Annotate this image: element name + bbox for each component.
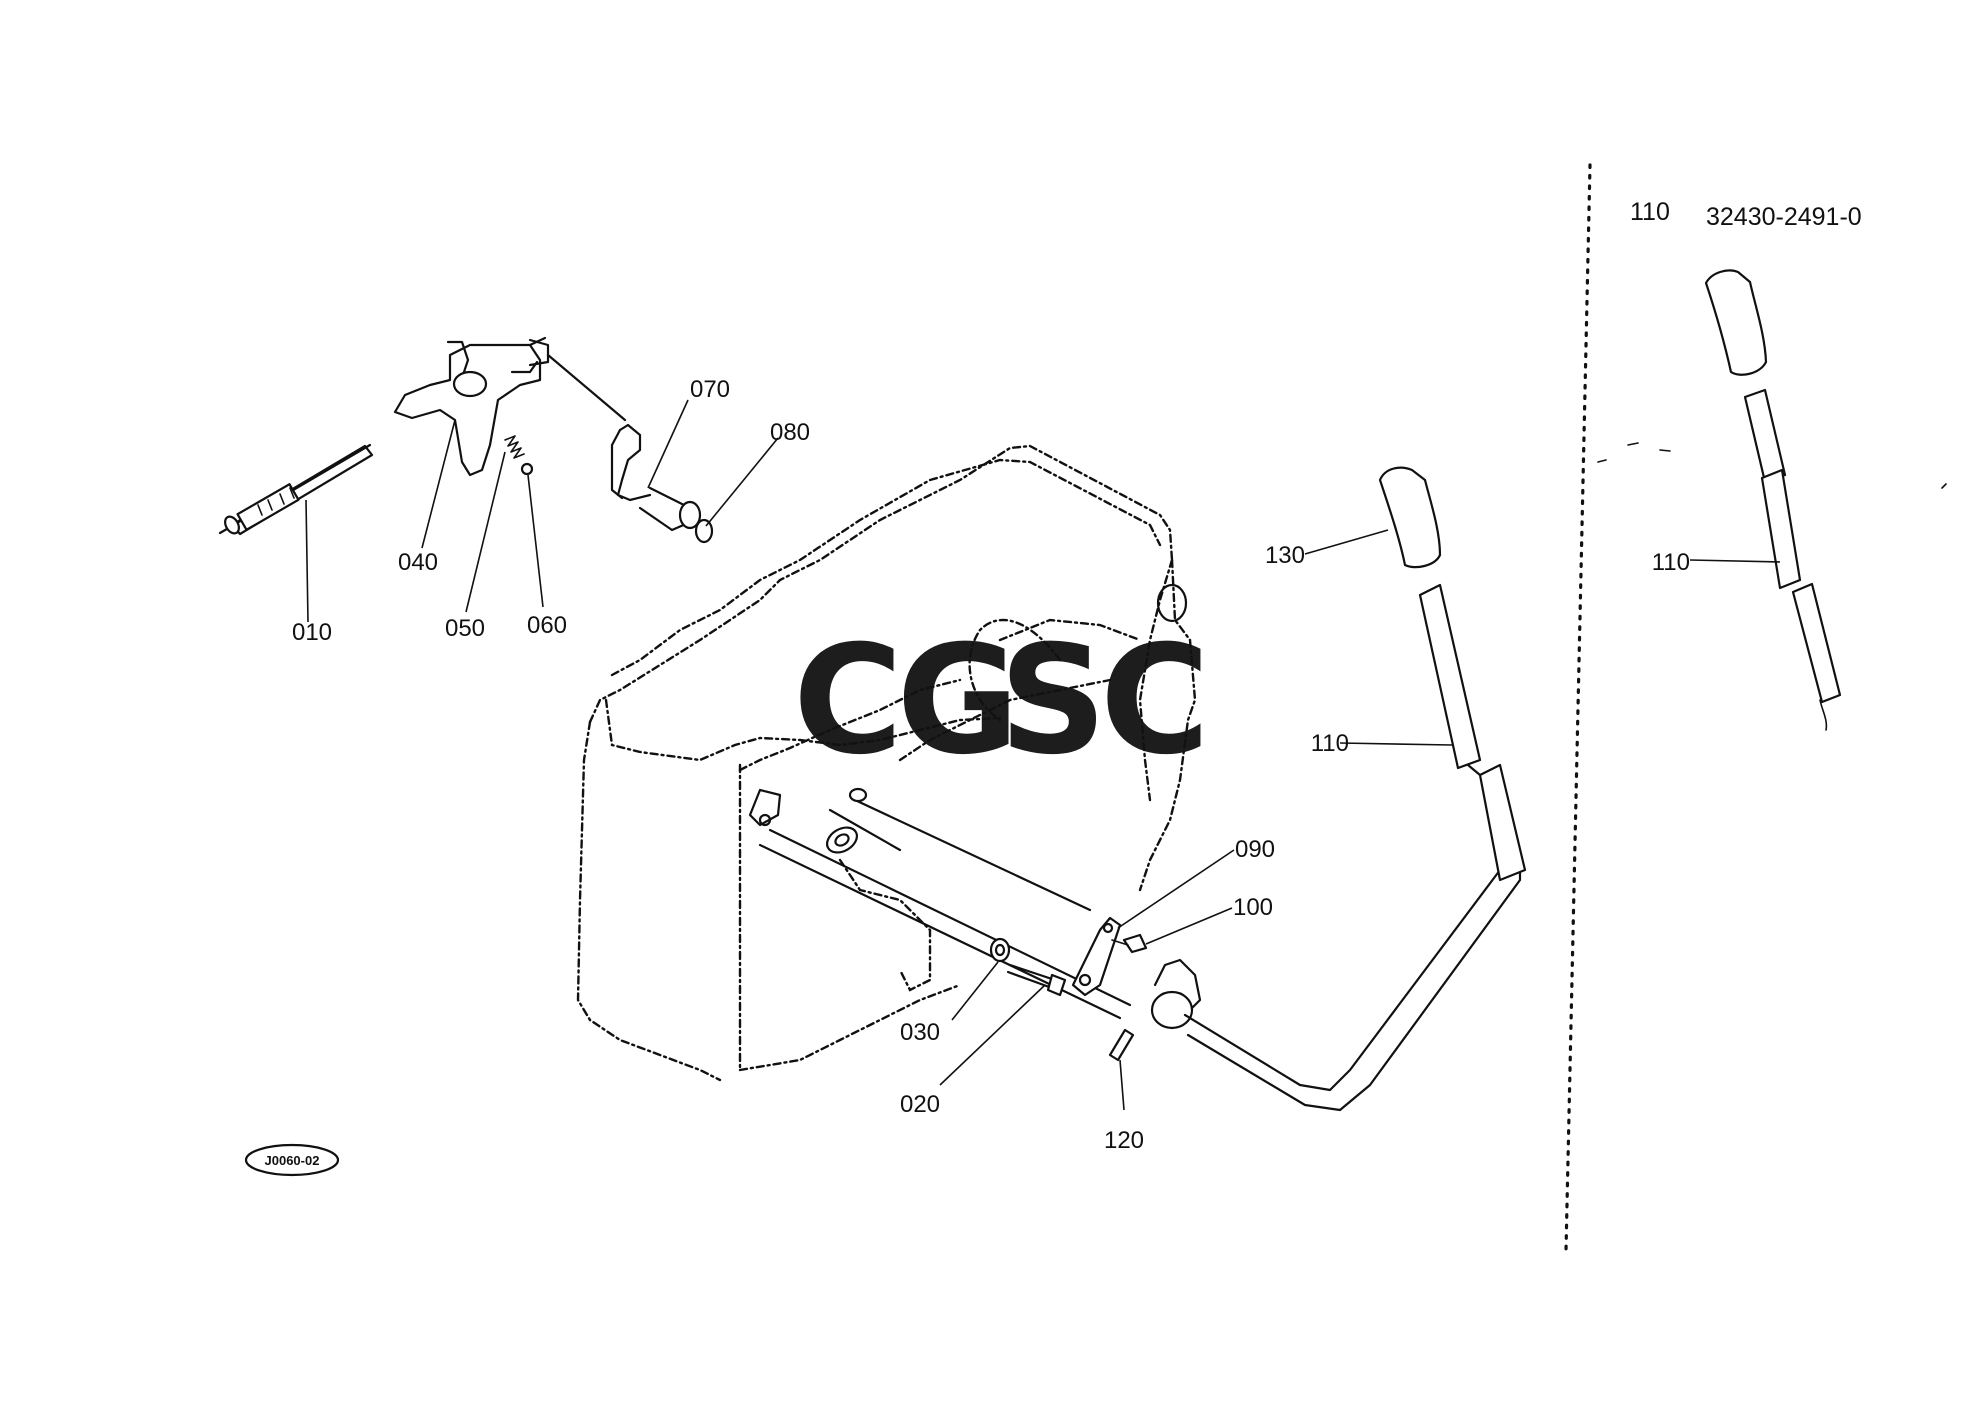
label-050: 050	[445, 615, 485, 642]
spring-050	[504, 435, 525, 459]
lever-plate-090	[1071, 916, 1122, 997]
label-110-variant: 110	[1652, 549, 1690, 576]
transmission-housing	[576, 444, 1197, 1082]
label-010: 010	[292, 619, 332, 646]
gear-lever-110	[1150, 583, 1527, 1112]
bolt-100	[1111, 933, 1148, 954]
watermark-letter-3: S	[999, 614, 1107, 788]
label-100: 100	[1233, 894, 1273, 921]
watermark-logo: C G S C	[793, 614, 1210, 788]
watermark-letter-4: C	[1100, 614, 1210, 788]
shift-arm-070	[610, 423, 702, 532]
cross-shaft	[748, 787, 1132, 1020]
label-060: 060	[527, 612, 567, 639]
leader-lines	[305, 399, 1781, 1111]
ball-060	[520, 462, 534, 476]
shift-rod-010	[218, 443, 374, 536]
variant-lever-110	[1597, 269, 1947, 731]
label-040: 040	[398, 549, 438, 576]
figure-code: J0060-02	[265, 1153, 320, 1168]
label-110: 110	[1311, 730, 1349, 757]
label-020: 020	[900, 1091, 940, 1118]
o-ring-080	[694, 518, 714, 544]
label-120: 120	[1104, 1127, 1144, 1154]
variant-divider	[1564, 163, 1592, 1252]
pin-120	[1108, 1028, 1135, 1062]
variant-header: 110 32430-2491-0	[1630, 198, 1862, 231]
figure-code-badge: J0060-02	[244, 1143, 340, 1177]
callout-labels: 010 040 050 060 070 080 090 100 030 020 …	[292, 376, 1690, 1154]
label-030: 030	[900, 1019, 940, 1046]
watermark-letter-2: G	[896, 614, 1019, 788]
label-130: 130	[1265, 542, 1305, 569]
watermark-letter-1: C	[793, 614, 903, 788]
washer-030	[989, 937, 1011, 963]
lever-grip-130	[1378, 466, 1442, 569]
shift-fork-040	[393, 336, 627, 477]
variant-item-number: 110	[1630, 198, 1670, 226]
variant-part-number: 32430-2491-0	[1706, 203, 1862, 231]
label-080: 080	[770, 419, 810, 446]
label-090: 090	[1235, 836, 1275, 863]
label-070: 070	[690, 376, 730, 403]
